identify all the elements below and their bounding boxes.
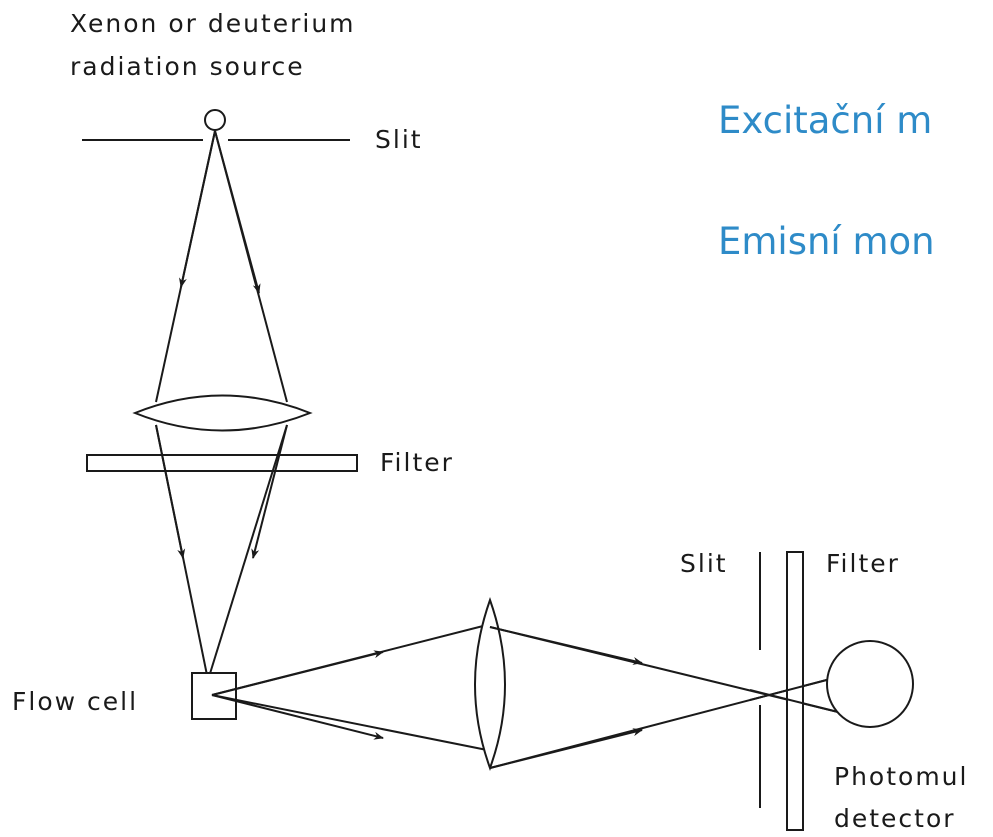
detector-label-line1: Photomul [834, 762, 968, 791]
emission-lens [474, 596, 506, 771]
ray-arrow-upper-1 [211, 650, 384, 696]
ray-through-filter-lower [749, 676, 839, 701]
excitation-monochromator-heading: Excitační m [718, 99, 933, 142]
ray-arrow-right-1 [214, 130, 261, 294]
ray-arrow-lower-2 [489, 728, 643, 769]
top-slit-label: Slit [375, 125, 423, 154]
detector-label-line2: detector [834, 804, 956, 833]
ray-cell-lower [211, 694, 488, 751]
top-filter [86, 454, 358, 472]
source-label-line1: Xenon or deuterium [70, 9, 356, 38]
photomultiplier-detector [826, 640, 914, 728]
right-slit-label: Slit [680, 549, 728, 578]
radiation-source [204, 109, 226, 131]
top-lens [132, 394, 313, 432]
ray-arrow-lower-1 [211, 694, 384, 740]
emission-monochromator-heading: Emisní mon [718, 220, 935, 263]
ray-arrow-upper-2 [489, 626, 643, 665]
top-filter-label: Filter [380, 448, 454, 477]
right-filter-label: Filter [826, 549, 900, 578]
flow-cell-label: Flow cell [12, 687, 138, 716]
ray-arrow-left-1 [179, 130, 216, 288]
ray-arrow-left-2 [155, 424, 186, 559]
ray-through-filter-upper [749, 689, 839, 713]
right-filter [786, 551, 804, 831]
source-label-line2: radiation source [70, 52, 305, 81]
ray-arrow-right-2 [251, 424, 288, 559]
ray-lens-right [207, 424, 288, 681]
